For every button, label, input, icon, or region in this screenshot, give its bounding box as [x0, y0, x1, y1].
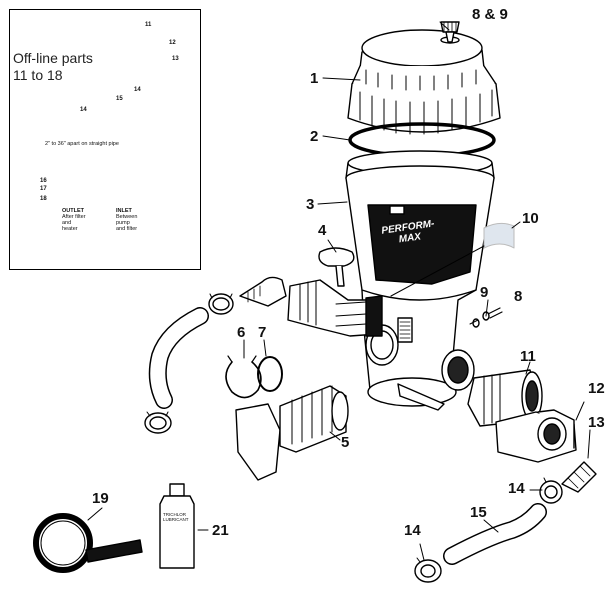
inset-title-line2: 11 to 18 — [13, 67, 63, 83]
body — [345, 150, 495, 411]
bottle-line1: TRICHLOR — [163, 512, 187, 517]
inset-num-14: 14 — [134, 87, 141, 93]
callout-13: 13 — [588, 414, 605, 431]
inlet-tee — [287, 279, 383, 337]
hose-left — [148, 307, 209, 409]
hose-clamp-upper — [208, 293, 234, 315]
inlet-note: INLET Between pump and filter — [116, 208, 137, 232]
hose-clamp-bottom — [414, 557, 442, 583]
bottle-label: TRICHLOR LUBRICANT — [163, 512, 189, 522]
o-ring-7 — [257, 356, 283, 392]
inline-adapter — [467, 369, 543, 427]
callout-15: 15 — [470, 504, 487, 521]
bleed-screw — [472, 307, 503, 328]
small-elbow — [239, 276, 287, 307]
barb-elbow — [561, 461, 597, 493]
outlet-line4: heater — [62, 226, 78, 232]
outlet-line3: and — [62, 220, 72, 226]
callout-4: 4 — [318, 222, 327, 239]
snap-ring — [225, 355, 262, 399]
callout-8-9: 8 & 9 — [472, 6, 508, 23]
inset-num-16: 16 — [40, 178, 47, 184]
inset-num-11: 11 — [145, 22, 152, 28]
check-valve — [235, 385, 349, 481]
hose-right — [443, 503, 547, 565]
pipe-spacing-note: 2" to 36" apart on straight pipe — [45, 141, 119, 147]
callout-3: 3 — [306, 196, 315, 213]
lid-wrench — [33, 513, 143, 573]
outlet-line1: OUTLET — [62, 208, 84, 214]
inlet-line1: INLET — [116, 208, 132, 214]
inset-num-18: 18 — [40, 196, 47, 202]
callout-7: 7 — [258, 324, 267, 341]
callout-5: 5 — [341, 434, 350, 451]
offline-parts-inset — [9, 9, 201, 270]
callout-21: 21 — [212, 522, 229, 539]
inset-num-15: 15 — [116, 96, 123, 102]
hose-clamp-lower — [144, 411, 172, 434]
union-nut — [495, 409, 577, 463]
inset-title-line1: Off-line parts — [13, 50, 93, 66]
callout-1: 1 — [310, 70, 319, 87]
callout-14-right: 14 — [508, 480, 525, 497]
tablet-tag — [483, 222, 515, 249]
inset-num-17: 17 — [40, 186, 47, 192]
bleed-knob — [440, 21, 460, 43]
callout-11: 11 — [520, 348, 536, 365]
hose-clamp-right — [539, 477, 563, 504]
lid — [347, 29, 501, 135]
inlet-line3: pump — [116, 220, 130, 226]
callout-19: 19 — [92, 490, 109, 507]
callout-2: 2 — [310, 128, 319, 145]
inset-title: Off-line parts 11 to 18 — [13, 50, 93, 84]
callout-14-bottom: 14 — [404, 522, 421, 539]
callout-10: 10 — [522, 210, 539, 227]
inset-num-12: 12 — [169, 40, 176, 46]
callout-9: 9 — [480, 284, 489, 301]
callout-6: 6 — [237, 324, 246, 341]
lubricant-bottle — [159, 483, 195, 569]
dial-knob — [318, 247, 355, 287]
outlet-note: OUTLET After filter and heater — [62, 208, 86, 232]
callout-8: 8 — [514, 288, 523, 305]
inset-num-13: 13 — [172, 56, 179, 62]
inlet-line2: Between — [116, 214, 138, 220]
bottle-line2: LUBRICANT — [163, 517, 189, 522]
inset-num-14b: 14 — [80, 107, 87, 113]
inlet-line4: and filter — [116, 226, 138, 232]
outlet-line2: After filter — [62, 214, 86, 220]
callout-12: 12 — [588, 380, 605, 397]
